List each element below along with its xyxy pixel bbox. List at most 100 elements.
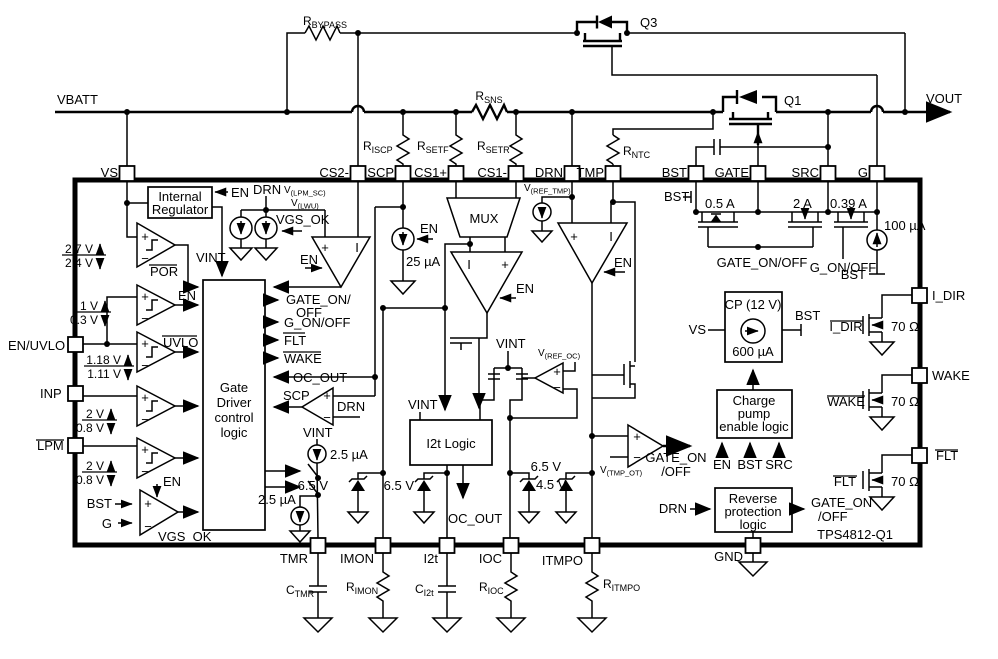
pin-label-cs1p: CS1+ [414,165,447,180]
drn-top-label: DRN [253,182,281,197]
pin-label-iscp: ISCP [364,165,394,180]
gate-drivers [683,181,888,275]
pin-label-flt: FLT [936,448,958,463]
iscp-en-label: EN [300,252,318,267]
pin-label-cs1m: CS1- [477,165,507,180]
vrefoc-minus: − [553,380,561,395]
lpm-comparator [82,436,200,487]
bypass-rail [286,24,906,112]
por-rise-threshold: 2.7 V [65,242,93,256]
ot-off-label: /OFF [661,464,691,479]
mux-label: MUX [470,211,499,226]
junction-dots [104,30,908,498]
pin-label-enuvlo: EN/UVLO [8,338,65,353]
vreftmp-label: V(REF_TMP) [524,183,571,196]
part-number-label: TPS4812-Q1 [817,527,893,542]
vint-regulator-label: VINT [196,250,226,265]
gate-driver-signals [263,280,375,494]
uvlo-comparator [83,296,200,381]
scp-plus: + [323,388,331,403]
pin-box-itmpo [583,537,601,554]
i2t-logic-box [409,412,493,538]
zener-imon-label: 6.5 V [298,478,329,493]
vout-label: VOUT [926,91,962,106]
lpm-plus: + [141,442,149,457]
zener-i2t-label: 6.5 V [384,478,415,493]
scp-comparator [272,207,376,427]
por-minus: − [141,251,149,266]
cpe-label-3: enable logic [719,419,789,434]
rev-label-3: logic [740,517,767,532]
vgs-plus: + [144,496,152,511]
rimon-label: RIMON [346,580,378,596]
vtmpot-comparator [592,423,693,469]
ot-gate-on-label: GATE_ON [645,450,706,465]
rev-label-2: protection [724,504,781,519]
pin-box-iscp [394,165,412,182]
wake-int-label: WAKE [827,394,865,409]
gate-driver-label-2: Driver [217,395,252,410]
pin-label-drn: DRN [535,165,563,180]
pin-box-i2t [438,537,456,554]
rsetf-label: RSETF [417,139,449,155]
gate-driver-label-3: control [214,410,253,425]
inp-comparator [82,384,200,435]
text-labels: VBATT VOUT Q3 Q1 RBYPASS RSNS RISCP RSET… [8,14,970,599]
ot-plus: + [633,429,641,444]
vgs-ok-switch-label: VGS_OK [276,212,330,227]
ua100-bst-label: BST [841,267,866,282]
vgs-g-label: G [102,516,112,531]
pin-label-idir: I_DIR [932,288,965,303]
pin-box-src [819,165,837,182]
pin-box-tmr [309,537,327,554]
sig-flt-label: FLT [284,333,306,348]
pin-box-gnd [744,537,762,554]
internal-regulator-label-2: Regulator [152,202,209,217]
wake-output [862,374,912,432]
pin-label-i2t: I2t [424,551,439,566]
tmr-2p5ua-low-label: 2.5 µA [258,492,296,507]
pin-box-idir [911,287,928,304]
vrefoc-label: V(REF_OC) [538,348,581,361]
pin-label-tmp: TMP [577,165,604,180]
rev-off-label: /OFF [818,509,848,524]
flt-int-label: FLT [834,474,856,489]
pin-label-src: SRC [792,165,819,180]
rbypass-label: RBYPASS [303,14,347,30]
chip-outline [72,177,923,548]
uvlo-label: UVLO [163,335,198,350]
drv-2a-label: 2 A [793,196,812,211]
drv-gate-on-off-label: GATE_ON/OFF [717,255,808,270]
pin-label-imon: IMON [340,551,374,566]
pin-label-lpm: LPM [37,438,64,453]
idir-output [862,294,912,357]
pin-box-inp [67,385,84,402]
vgs-bst-label: BST [87,496,112,511]
flt-70ohm-label: 70 Ω [891,474,919,489]
drv-g-on-off-label: G_ON/OFF [810,260,877,275]
tmr-branch [288,439,327,544]
vlwu-label: V(LWU) [291,198,319,211]
por-comparator [62,221,200,294]
vgs-minus: − [144,519,152,534]
cmp-en-label: EN [516,281,534,296]
itmpo-transistor [592,361,636,399]
vbatt-label: VBATT [57,92,98,107]
pin-box-gate [749,165,767,182]
pin-box-lpm [67,437,84,454]
pin-label-tmr: TMR [280,551,308,566]
pin-box-tmp [604,165,622,182]
iscp-i: I [355,240,359,255]
q1-mosfet [721,90,778,126]
sig-off-label: OFF [296,305,322,320]
inp-fall-threshold: 0.8 V [76,421,104,435]
uvlo-rise-threshold: 1.18 V [86,353,121,367]
sig-gate-on-label: GATE_ON/ [286,292,351,307]
pin-box-cs1m [507,165,525,182]
i2t-logic-label: I2t Logic [426,436,476,451]
uvlo-fall-threshold: 1.11 V [87,367,121,381]
scp-label: SCP [283,388,310,403]
en-minus: − [141,311,149,326]
sig-wake-label: WAKE [284,351,322,366]
